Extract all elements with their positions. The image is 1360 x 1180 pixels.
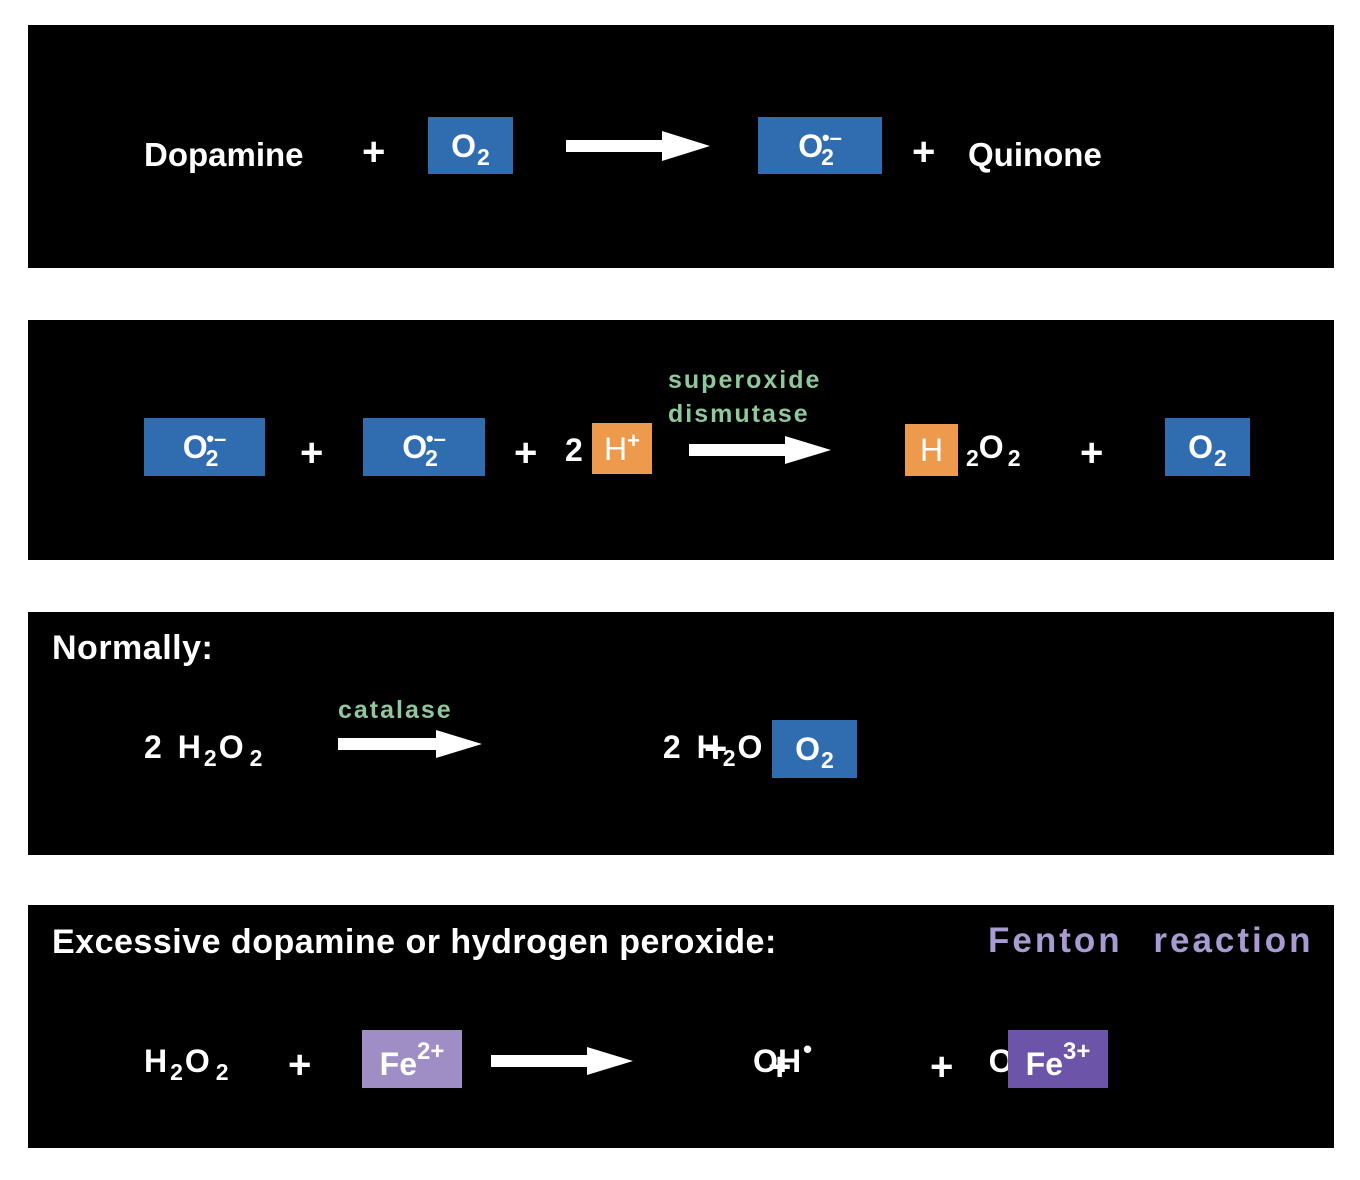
plus-sign: + xyxy=(768,1045,792,1089)
reaction-arrow xyxy=(689,436,831,464)
proton-box: H+ xyxy=(592,423,652,474)
reaction-arrow xyxy=(338,730,482,758)
reaction-arrow xyxy=(491,1047,633,1075)
iron2-box: Fe2+ xyxy=(362,1030,462,1088)
plus-sign: + xyxy=(930,1045,954,1089)
superoxide-box: O2•– xyxy=(758,117,882,174)
oxygen-box: O2 xyxy=(772,720,857,778)
superoxide-formula: O2•– xyxy=(182,426,227,471)
plus-sign: + xyxy=(514,431,538,475)
enzyme-label-line2: dismutase xyxy=(668,399,810,428)
quinone-label: Quinone xyxy=(968,136,1102,173)
iron3-formula: Fe3+ xyxy=(1025,1038,1091,1082)
coefficient: 2 xyxy=(565,432,583,468)
superoxide-box: O2•– xyxy=(363,418,485,476)
plus-sign: + xyxy=(704,727,728,771)
plus-sign: + xyxy=(300,431,324,475)
plus-sign: + xyxy=(362,130,386,174)
iron2-formula: Fe2+ xyxy=(379,1038,445,1082)
plus-sign: + xyxy=(288,1043,312,1087)
oxygen-box: O2 xyxy=(428,117,513,174)
panel-heading: Normally: xyxy=(52,629,214,667)
oxygen-box: O2 xyxy=(1165,418,1250,476)
oxygen-formula: O2 xyxy=(1188,429,1227,471)
reaction-arrow xyxy=(566,131,710,161)
panel-heading: Excessive dopamine or hydrogen peroxide: xyxy=(52,923,777,961)
enzyme-label-line1: superoxide xyxy=(668,366,822,394)
hydroxyl-radical-formula: OH• xyxy=(753,1034,813,1079)
reaction-panel-4: Excessive dopamine or hydrogen peroxide:… xyxy=(28,905,1334,1148)
iron3-box: Fe3+ xyxy=(1008,1030,1108,1088)
oxygen-formula: O2 xyxy=(795,731,834,773)
plus-sign: + xyxy=(912,130,936,174)
superoxide-formula: O2•– xyxy=(402,426,446,471)
superoxide-formula: O2•– xyxy=(798,124,842,170)
fenton-reaction-label: Fenton reaction xyxy=(988,921,1314,960)
plus-sign: + xyxy=(1080,431,1104,475)
reaction-panel-2: O2•– + O2•– + 2 H+ superoxide dismutase … xyxy=(28,320,1334,560)
oxygen-formula: O2 xyxy=(451,127,490,170)
superoxide-box: O2•– xyxy=(144,418,265,476)
enzyme-label: catalase xyxy=(338,696,453,724)
enzyme-label: superoxide dismutase xyxy=(668,364,821,432)
dopamine-label: Dopamine xyxy=(144,136,304,173)
proton-formula: H+ xyxy=(604,427,640,467)
hydrogen-box: H xyxy=(905,424,958,476)
reaction-panel-1: Dopamine + O2 O2•– + Quinone xyxy=(28,25,1334,268)
hydrogen-symbol: H xyxy=(919,432,944,468)
